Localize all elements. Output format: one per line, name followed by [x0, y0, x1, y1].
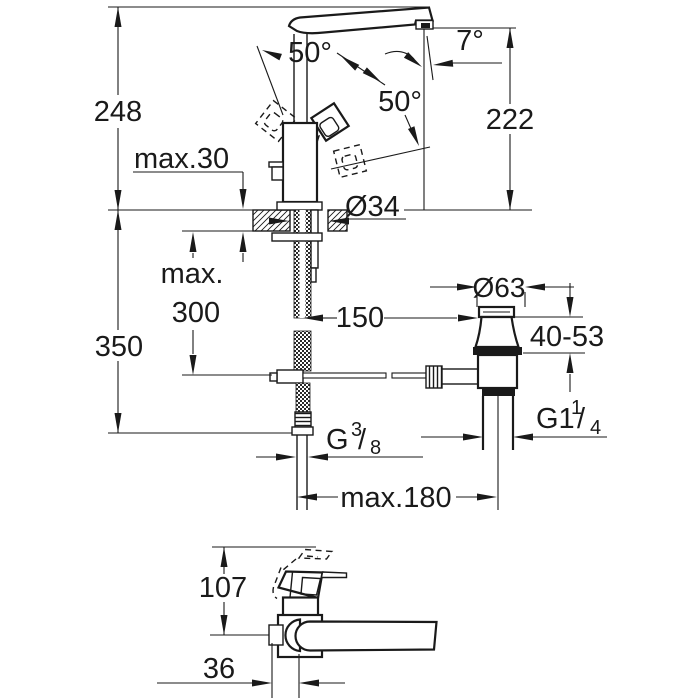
front-side-button: [268, 624, 284, 646]
dimension-36: 36: [157, 643, 345, 698]
aerator-outlet: [421, 23, 430, 28]
dimension-o63: Ø63: [430, 272, 574, 307]
dimension-max30: max.30: [133, 143, 247, 262]
front-lever-inner-quad: [300, 576, 322, 596]
popup-rod-segment-2: [391, 372, 427, 379]
angle-7-label: 7°: [456, 25, 484, 57]
dimension-g114: G1 1 / 4: [421, 397, 607, 441]
angle-50-rotation: 50°: [330, 86, 431, 170]
rod-tee: [276, 369, 304, 384]
front-view: [212, 546, 438, 659]
dim-150-label: 150: [336, 302, 384, 334]
waste-cone: [473, 315, 521, 349]
dim-max30-label: max.30: [134, 143, 229, 175]
rod-adjuster-knurl: [425, 365, 443, 389]
dim-g38-main: G: [326, 424, 349, 456]
front-lever-raised-edge3: [272, 586, 278, 600]
front-lever-raised-inner: [306, 555, 319, 558]
dim-248-label: 248: [94, 96, 142, 128]
dimension-max180: max.180: [297, 482, 497, 514]
angle-50-swing: 50°: [256, 37, 386, 116]
faucet-body: [281, 121, 319, 204]
dim-g38-sub: 8: [370, 437, 381, 459]
dimension-248: 248: [94, 7, 142, 210]
dim-o34-label: Ø34: [345, 191, 400, 223]
dimension-222: 222: [486, 28, 534, 210]
popup-rod-knob-bar: [268, 161, 284, 168]
dim-g38-slash: /: [358, 424, 367, 456]
dim-g114-main: G1: [536, 403, 575, 435]
dim-max180-label: max.180: [340, 482, 451, 514]
front-lever-raised-edge2: [273, 567, 282, 587]
handle-dashed-right: [332, 143, 368, 179]
front-lever-raised-edge1: [282, 558, 297, 571]
hose-nut: [291, 426, 314, 436]
mounting-washer: [271, 232, 323, 242]
waste-seal-flange: [473, 347, 522, 355]
dim-g114-sup: 1: [571, 397, 582, 419]
dimension-g38: G 3 / 8: [256, 419, 423, 461]
dim-107-label: 107: [199, 572, 247, 604]
spout: [287, 6, 434, 35]
popup-rod-segment-1: [302, 372, 387, 379]
rod-tee-nub: [269, 372, 278, 382]
front-lever-raised-grip: [297, 548, 334, 560]
dim-4053-label: 40-53: [530, 321, 604, 353]
dimension-40-53: 40-53: [514, 283, 604, 392]
dimension-max300: max. 300: [161, 232, 272, 376]
dim-g114-slash: /: [577, 403, 586, 435]
dim-36-label: 36: [203, 653, 235, 685]
dim-g114-sub: 4: [590, 417, 601, 439]
front-lever-body-line: [289, 571, 294, 598]
popup-rod-knob: [271, 166, 284, 181]
angle-50-swing-label: 50°: [288, 37, 332, 69]
dimension-o34: Ø34: [343, 191, 406, 223]
angle-50-rotation-label: 50°: [378, 86, 422, 118]
dimension-150: 150: [303, 302, 478, 334]
front-spout-bar: [294, 620, 438, 652]
dim-g38-sup: 3: [351, 419, 362, 441]
shank-rod-channel: [299, 210, 306, 318]
waste-collar: [482, 388, 515, 396]
waste-assembly: [425, 305, 522, 510]
rod-adjuster-block: [441, 368, 479, 385]
dim-350-label2: 350: [95, 331, 143, 363]
dimension-350: 350 350: [95, 210, 292, 434]
dim-o63-label: Ø63: [473, 272, 526, 303]
front-lever-grip-tip: [320, 571, 348, 579]
handle-solid: [309, 101, 351, 143]
angle-7-spout: 7°: [384, 25, 502, 70]
dim-350-label: 350: [95, 331, 143, 363]
side-view: [108, 6, 532, 510]
dimension-107: 107: [199, 547, 269, 636]
rod-guide-step: [310, 267, 317, 283]
dim-max300-label2: 300: [172, 297, 220, 329]
threaded-shank-lower: [293, 330, 312, 372]
dim-max300-label1: max.: [161, 258, 224, 290]
waste-body: [476, 353, 519, 390]
hose-crimp: [294, 411, 312, 428]
dimensions: 248 max.30 350 350 max. 300: [94, 7, 607, 698]
spout-tilt-axis: [426, 35, 434, 81]
dim-222-label: 222: [486, 104, 534, 136]
base-flange: [276, 201, 323, 211]
supply-hose-braided: [295, 382, 311, 413]
